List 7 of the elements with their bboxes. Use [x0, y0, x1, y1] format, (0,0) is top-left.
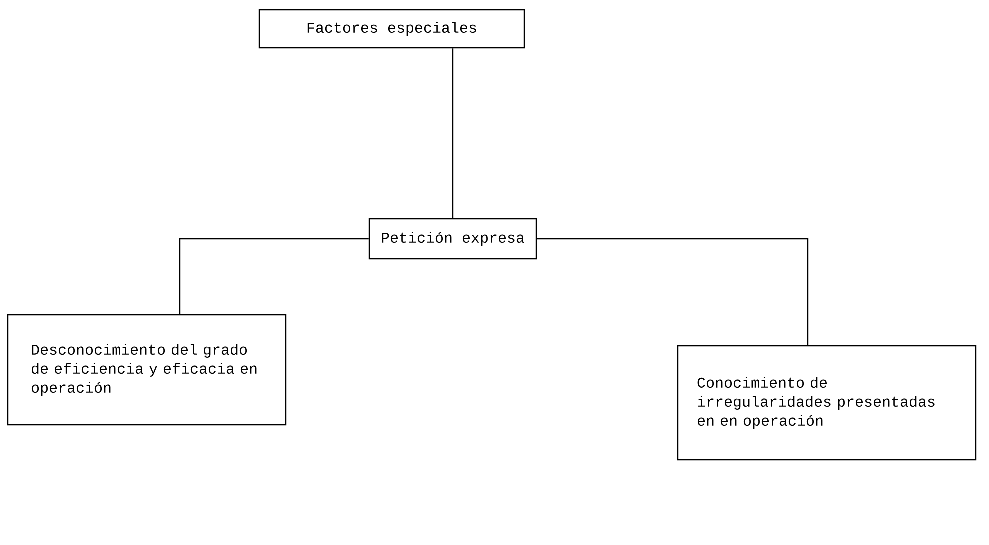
text-box: Factores especiales — [258, 9, 526, 49]
text-box: Desconocimiento del grado de eficiencia y eficacia en operación — [7, 314, 287, 426]
text-box: Conocimiento de irregularidades presentadas en en operación — [677, 345, 977, 461]
connector-line — [452, 48, 454, 218]
connector-line — [537, 238, 809, 346]
text-box: Petición expresa — [368, 218, 538, 260]
connector-line — [179, 238, 369, 314]
